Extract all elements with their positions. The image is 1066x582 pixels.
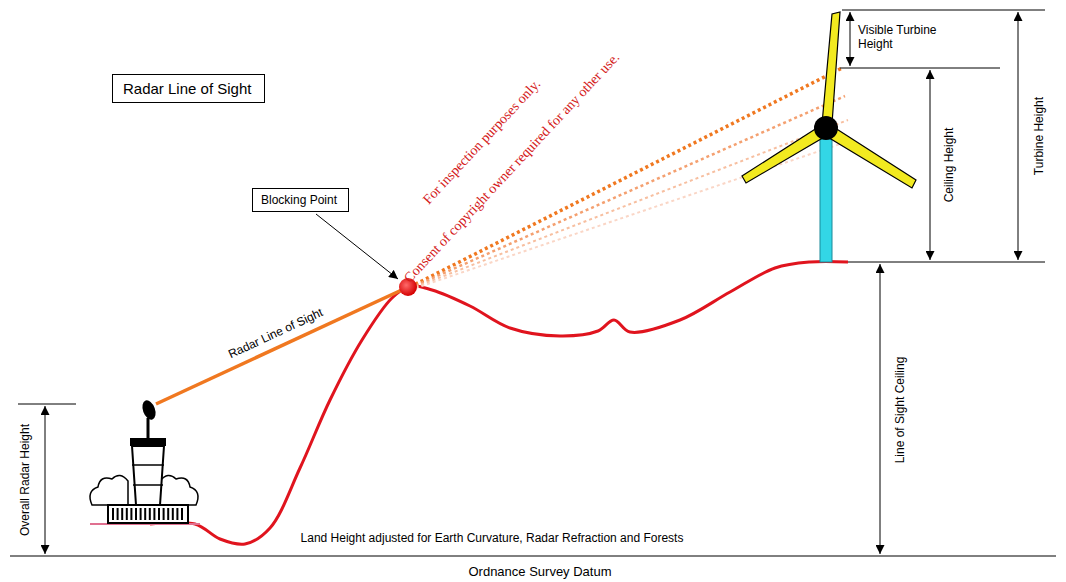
dimension-arrow bbox=[930, 70, 931, 260]
dimension-label: Ceiling Height bbox=[943, 128, 957, 203]
node-text: Radar Line of Sight bbox=[123, 80, 254, 97]
terrain-line bbox=[150, 262, 848, 545]
node-text: Blocking Point bbox=[261, 193, 340, 207]
window-stroke bbox=[172, 508, 174, 520]
window-stroke bbox=[163, 508, 165, 520]
leader-arrow bbox=[316, 214, 398, 279]
window-stroke bbox=[176, 508, 178, 520]
tower-band bbox=[133, 484, 163, 486]
window-stroke bbox=[158, 508, 160, 520]
watermark: Consent of copyright owner required for … bbox=[401, 50, 623, 286]
sight-extension bbox=[410, 96, 845, 288]
window-stroke bbox=[130, 508, 132, 520]
antenna-mast bbox=[147, 418, 150, 438]
dimension-label: Turbine Height bbox=[1033, 97, 1047, 175]
extension-line bbox=[18, 404, 76, 405]
tower-top bbox=[130, 438, 166, 446]
window-stroke bbox=[167, 508, 169, 520]
turbine-blade bbox=[742, 126, 826, 183]
turbine-blade bbox=[826, 126, 916, 188]
window-stroke bbox=[121, 508, 123, 520]
window-stroke bbox=[126, 508, 128, 520]
dimension-arrow bbox=[880, 264, 881, 554]
dimension-arrow bbox=[45, 406, 46, 554]
turbine-hub bbox=[814, 116, 838, 140]
tower-body bbox=[132, 446, 164, 505]
extension-line bbox=[842, 10, 1045, 11]
window-stroke bbox=[181, 508, 183, 520]
turbine-tower bbox=[820, 132, 832, 262]
window-stroke bbox=[112, 508, 114, 520]
dimension-arrow bbox=[850, 12, 851, 66]
window-stroke bbox=[117, 508, 119, 520]
terrain-profile bbox=[150, 262, 848, 545]
tower-band bbox=[132, 464, 164, 466]
window-stroke bbox=[144, 508, 146, 520]
dimension-label: Visible Turbine Height bbox=[858, 24, 954, 52]
window-row bbox=[113, 508, 182, 520]
radar-station-icon bbox=[90, 399, 200, 524]
note-label: Land Height adjusted for Earth Curvature… bbox=[301, 532, 684, 546]
extension-line bbox=[840, 68, 1000, 69]
title-box: Radar Line of Sight bbox=[112, 74, 265, 103]
window-stroke bbox=[153, 508, 155, 520]
radar-dish bbox=[140, 399, 158, 422]
dimension-label: Overall Radar Height bbox=[19, 424, 33, 536]
radar-sight-line bbox=[156, 288, 406, 404]
dimension-label: Line of Sight Ceiling bbox=[894, 357, 908, 464]
window-stroke bbox=[140, 508, 142, 520]
dimension-arrow bbox=[1018, 12, 1019, 260]
tree-symbol bbox=[90, 475, 128, 505]
callout-box: Blocking Point bbox=[252, 188, 349, 212]
tree-symbol bbox=[160, 475, 198, 505]
extension-line bbox=[848, 262, 1045, 263]
window-stroke bbox=[135, 508, 137, 520]
window-stroke bbox=[149, 508, 151, 520]
dimension-lines bbox=[18, 10, 1045, 554]
turbine-blade bbox=[822, 12, 840, 124]
sight-extension bbox=[410, 68, 842, 287]
datum-line bbox=[10, 556, 1056, 557]
datum-label: Ordnance Survey Datum bbox=[468, 565, 611, 580]
station-base bbox=[108, 505, 188, 523]
